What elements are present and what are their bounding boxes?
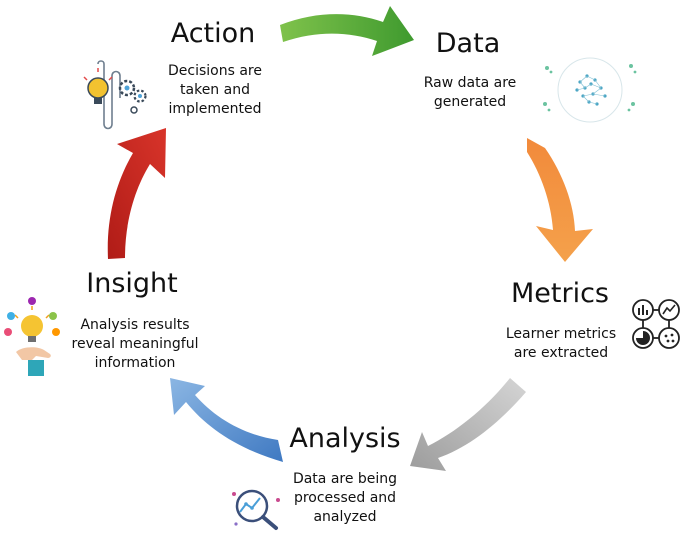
stage-insight: Insight <box>62 270 202 297</box>
stage-desc-block-analysis: Data are being processed and analyzed <box>270 470 420 527</box>
stage-title-data: Data <box>435 28 501 59</box>
arrow-analysis-to-insight <box>170 378 283 462</box>
arrow-metrics-to-analysis <box>410 378 526 471</box>
stage-desc-line: are extracted <box>513 345 609 361</box>
stage-data: Data <box>398 30 538 57</box>
stage-desc-line: generated <box>433 94 507 110</box>
stage-desc-line: analyzed <box>313 509 377 525</box>
stage-title-analysis: Analysis <box>289 423 401 454</box>
stage-desc-line: Learner metrics <box>505 326 617 342</box>
metrics-dashboard-icon <box>632 299 680 349</box>
stage-analysis: Analysis <box>270 425 420 452</box>
lightbulb-gears-icon <box>83 60 147 130</box>
stage-desc-line: Analysis results <box>80 317 190 333</box>
stage-desc-block-data: Raw data are generated <box>405 74 535 112</box>
stage-metrics: Metrics <box>490 280 630 307</box>
stage-title-metrics: Metrics <box>510 278 609 309</box>
arrow-insight-to-action <box>107 128 166 259</box>
stage-desc-line: processed and <box>293 490 397 506</box>
stage-action: Action <box>133 20 293 47</box>
stage-desc-block-metrics: Learner metrics are extracted <box>486 325 636 363</box>
stage-desc-block-insight: Analysis results reveal meaningful infor… <box>60 316 210 373</box>
stage-desc-line: Decisions are <box>168 63 262 79</box>
arrow-data-to-metrics <box>527 138 593 262</box>
network-cluster-icon <box>543 57 637 123</box>
magnifier-chart-icon <box>232 489 280 530</box>
stage-desc-line: taken and <box>180 82 250 98</box>
stage-desc-line: Data are being <box>292 471 398 487</box>
stage-desc-line: implemented <box>168 101 262 117</box>
stage-desc-line: reveal meaningful <box>71 336 199 352</box>
stage-desc-block-action: Decisions are taken and implemented <box>140 62 290 119</box>
stage-desc-line: Raw data are <box>423 75 517 91</box>
arrow-action-to-data <box>280 6 414 56</box>
stage-desc-line: information <box>94 355 176 371</box>
stage-title-insight: Insight <box>86 268 178 299</box>
stage-title-action: Action <box>170 18 256 49</box>
hand-lightbulb-icon <box>4 297 60 376</box>
